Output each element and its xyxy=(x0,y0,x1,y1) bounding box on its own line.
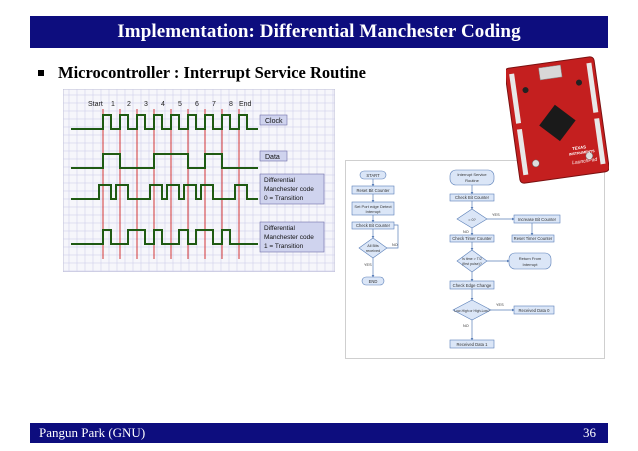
flow-first-bit-decision xyxy=(456,208,488,229)
flow-return xyxy=(508,252,552,270)
flow-check-timer-label: Check Timer Counter xyxy=(452,236,492,241)
button-icon-2 xyxy=(576,79,583,86)
data-label: Data xyxy=(265,154,280,161)
dm0-label-line1: Differential xyxy=(264,177,296,184)
flow-start xyxy=(359,170,387,180)
flow-return-line1: Return From xyxy=(519,256,542,261)
flow-recv1-label: Received Data 1 xyxy=(457,342,489,347)
flow-reset-bit xyxy=(351,185,395,195)
bullet-item: Microcontroller : Interrupt Service Rout… xyxy=(38,63,366,83)
flow-time-decision xyxy=(456,249,488,273)
flow-recv0 xyxy=(513,305,555,315)
flow-end xyxy=(361,276,385,286)
mcu-chip xyxy=(539,104,576,142)
launchpad-board-image: TEXAS INSTRUMENTS LaunchPad xyxy=(506,56,609,184)
footer-author: Pangun Park (GNU) xyxy=(39,425,146,440)
flow-yes2-label: YES xyxy=(496,303,504,307)
flow-isr-start xyxy=(449,169,495,186)
flow-recv1 xyxy=(449,339,495,349)
flow-check-timer xyxy=(449,234,495,243)
board-brand-line1: TEXAS xyxy=(572,144,587,151)
start-label: Start xyxy=(88,101,103,108)
bullet-text: Microcontroller : Interrupt Service Rout… xyxy=(58,63,366,82)
bit-number-7: 7 xyxy=(212,101,216,108)
flow-check-bit-right xyxy=(449,193,495,202)
flow-all-bits-line1: All Bits xyxy=(367,244,379,248)
flow-edge-decision xyxy=(452,299,492,321)
flow-check-bit-left-label: Check Bit Counter xyxy=(356,223,391,228)
flow-all-bits-line2: received xyxy=(366,249,380,253)
user-button-icon xyxy=(532,159,540,168)
clock-waveform xyxy=(71,114,258,130)
flow-time-line1: Is time > T/2 xyxy=(462,257,482,261)
page-number: 36 xyxy=(583,425,596,440)
flow-time-line2: (first pulse)? xyxy=(462,262,482,266)
dm0-label-line3: 0 = Transition xyxy=(264,195,304,202)
bit-number-3: 3 xyxy=(144,101,148,108)
clock-label: Clock xyxy=(265,118,283,125)
flow-all-bits-decision xyxy=(358,237,388,259)
board-brand-line2: INSTRUMENTS xyxy=(569,149,596,157)
bit-number-1: 1 xyxy=(111,101,115,108)
square-bullet-icon xyxy=(38,70,44,76)
flow-increase-bit xyxy=(513,214,561,224)
flow-set-edge-line2: Interrupt xyxy=(366,209,382,214)
flow-yes-label: YES xyxy=(364,263,372,267)
slide-title: Implementation: Differential Manchester … xyxy=(117,21,521,42)
bit-number-2: 2 xyxy=(127,101,131,108)
dm1-label-line3: 1 = Transition xyxy=(264,243,304,250)
dm0-label-line2: Manchester code xyxy=(264,186,314,193)
bit-number-4: 4 xyxy=(161,101,165,108)
dm1-label-box xyxy=(259,221,325,253)
flow-isr-line1: Interrupt Service xyxy=(457,172,487,177)
footer-bar: Pangun Park (GNU) 36 xyxy=(30,423,608,443)
flow-check-edge xyxy=(449,280,495,290)
flow-no-label: NO xyxy=(392,243,398,247)
flow-reset-timer xyxy=(511,234,555,243)
dm1-label-line2: Manchester code xyxy=(264,234,314,241)
bit-number-5: 5 xyxy=(178,101,182,108)
flow-check-edge-label: Check Edge Change xyxy=(453,283,492,288)
button-icon xyxy=(522,87,529,94)
flow-arrows xyxy=(371,179,534,341)
title-bar: Implementation: Differential Manchester … xyxy=(30,16,608,48)
flow-first-bit-label: = 0? xyxy=(468,218,476,222)
flow-reset-bit-label: Reset Bit Counter xyxy=(356,188,390,193)
user-button-icon-2 xyxy=(585,152,594,160)
flow-set-edge xyxy=(351,201,395,216)
flow-no2-label: NO xyxy=(463,324,469,328)
dm1-label-line1: Differential xyxy=(264,225,296,232)
flow-return-line2: Interrupt xyxy=(523,262,539,267)
flow-no-right-label: NO xyxy=(463,230,469,234)
isr-flowchart: START Reset Bit Counter Set Port edge De… xyxy=(345,160,605,359)
flow-check-bit-left xyxy=(351,221,395,230)
data-label-box xyxy=(259,150,288,162)
board-product: LaunchPad xyxy=(572,157,598,166)
flow-recv0-label: Received Data 0 xyxy=(519,308,551,313)
data-waveform xyxy=(71,153,258,169)
flow-yes-right-label: YES xyxy=(492,213,500,217)
bit-number-6: 6 xyxy=(195,101,199,108)
flow-increase-bit-label: Increase Bit Counter xyxy=(518,217,557,222)
flow-start-label: START xyxy=(366,173,380,178)
flow-check-bit-right-label: Check Bit Counter xyxy=(455,195,490,200)
flow-edge-question: Low-High or High-Low? xyxy=(454,309,490,313)
flow-isr-line2: Routine xyxy=(465,178,480,183)
bit-number-8: 8 xyxy=(229,101,233,108)
flow-reset-timer-label: Reset Timer Counter xyxy=(514,236,553,241)
usb-connector xyxy=(538,64,563,81)
timing-diagram: Start End 1 2 3 4 5 6 7 8 Clock Data Dif… xyxy=(63,89,335,272)
dm0-label-box xyxy=(259,173,325,205)
clock-label-box xyxy=(259,114,288,126)
flow-end-label: END xyxy=(369,279,378,284)
dm1-waveform xyxy=(71,229,258,245)
flow-set-edge-line1: Set Port edge Detect xyxy=(354,204,392,209)
end-label: End xyxy=(239,101,252,108)
header-pins xyxy=(509,62,606,176)
dm0-waveform xyxy=(71,184,258,200)
